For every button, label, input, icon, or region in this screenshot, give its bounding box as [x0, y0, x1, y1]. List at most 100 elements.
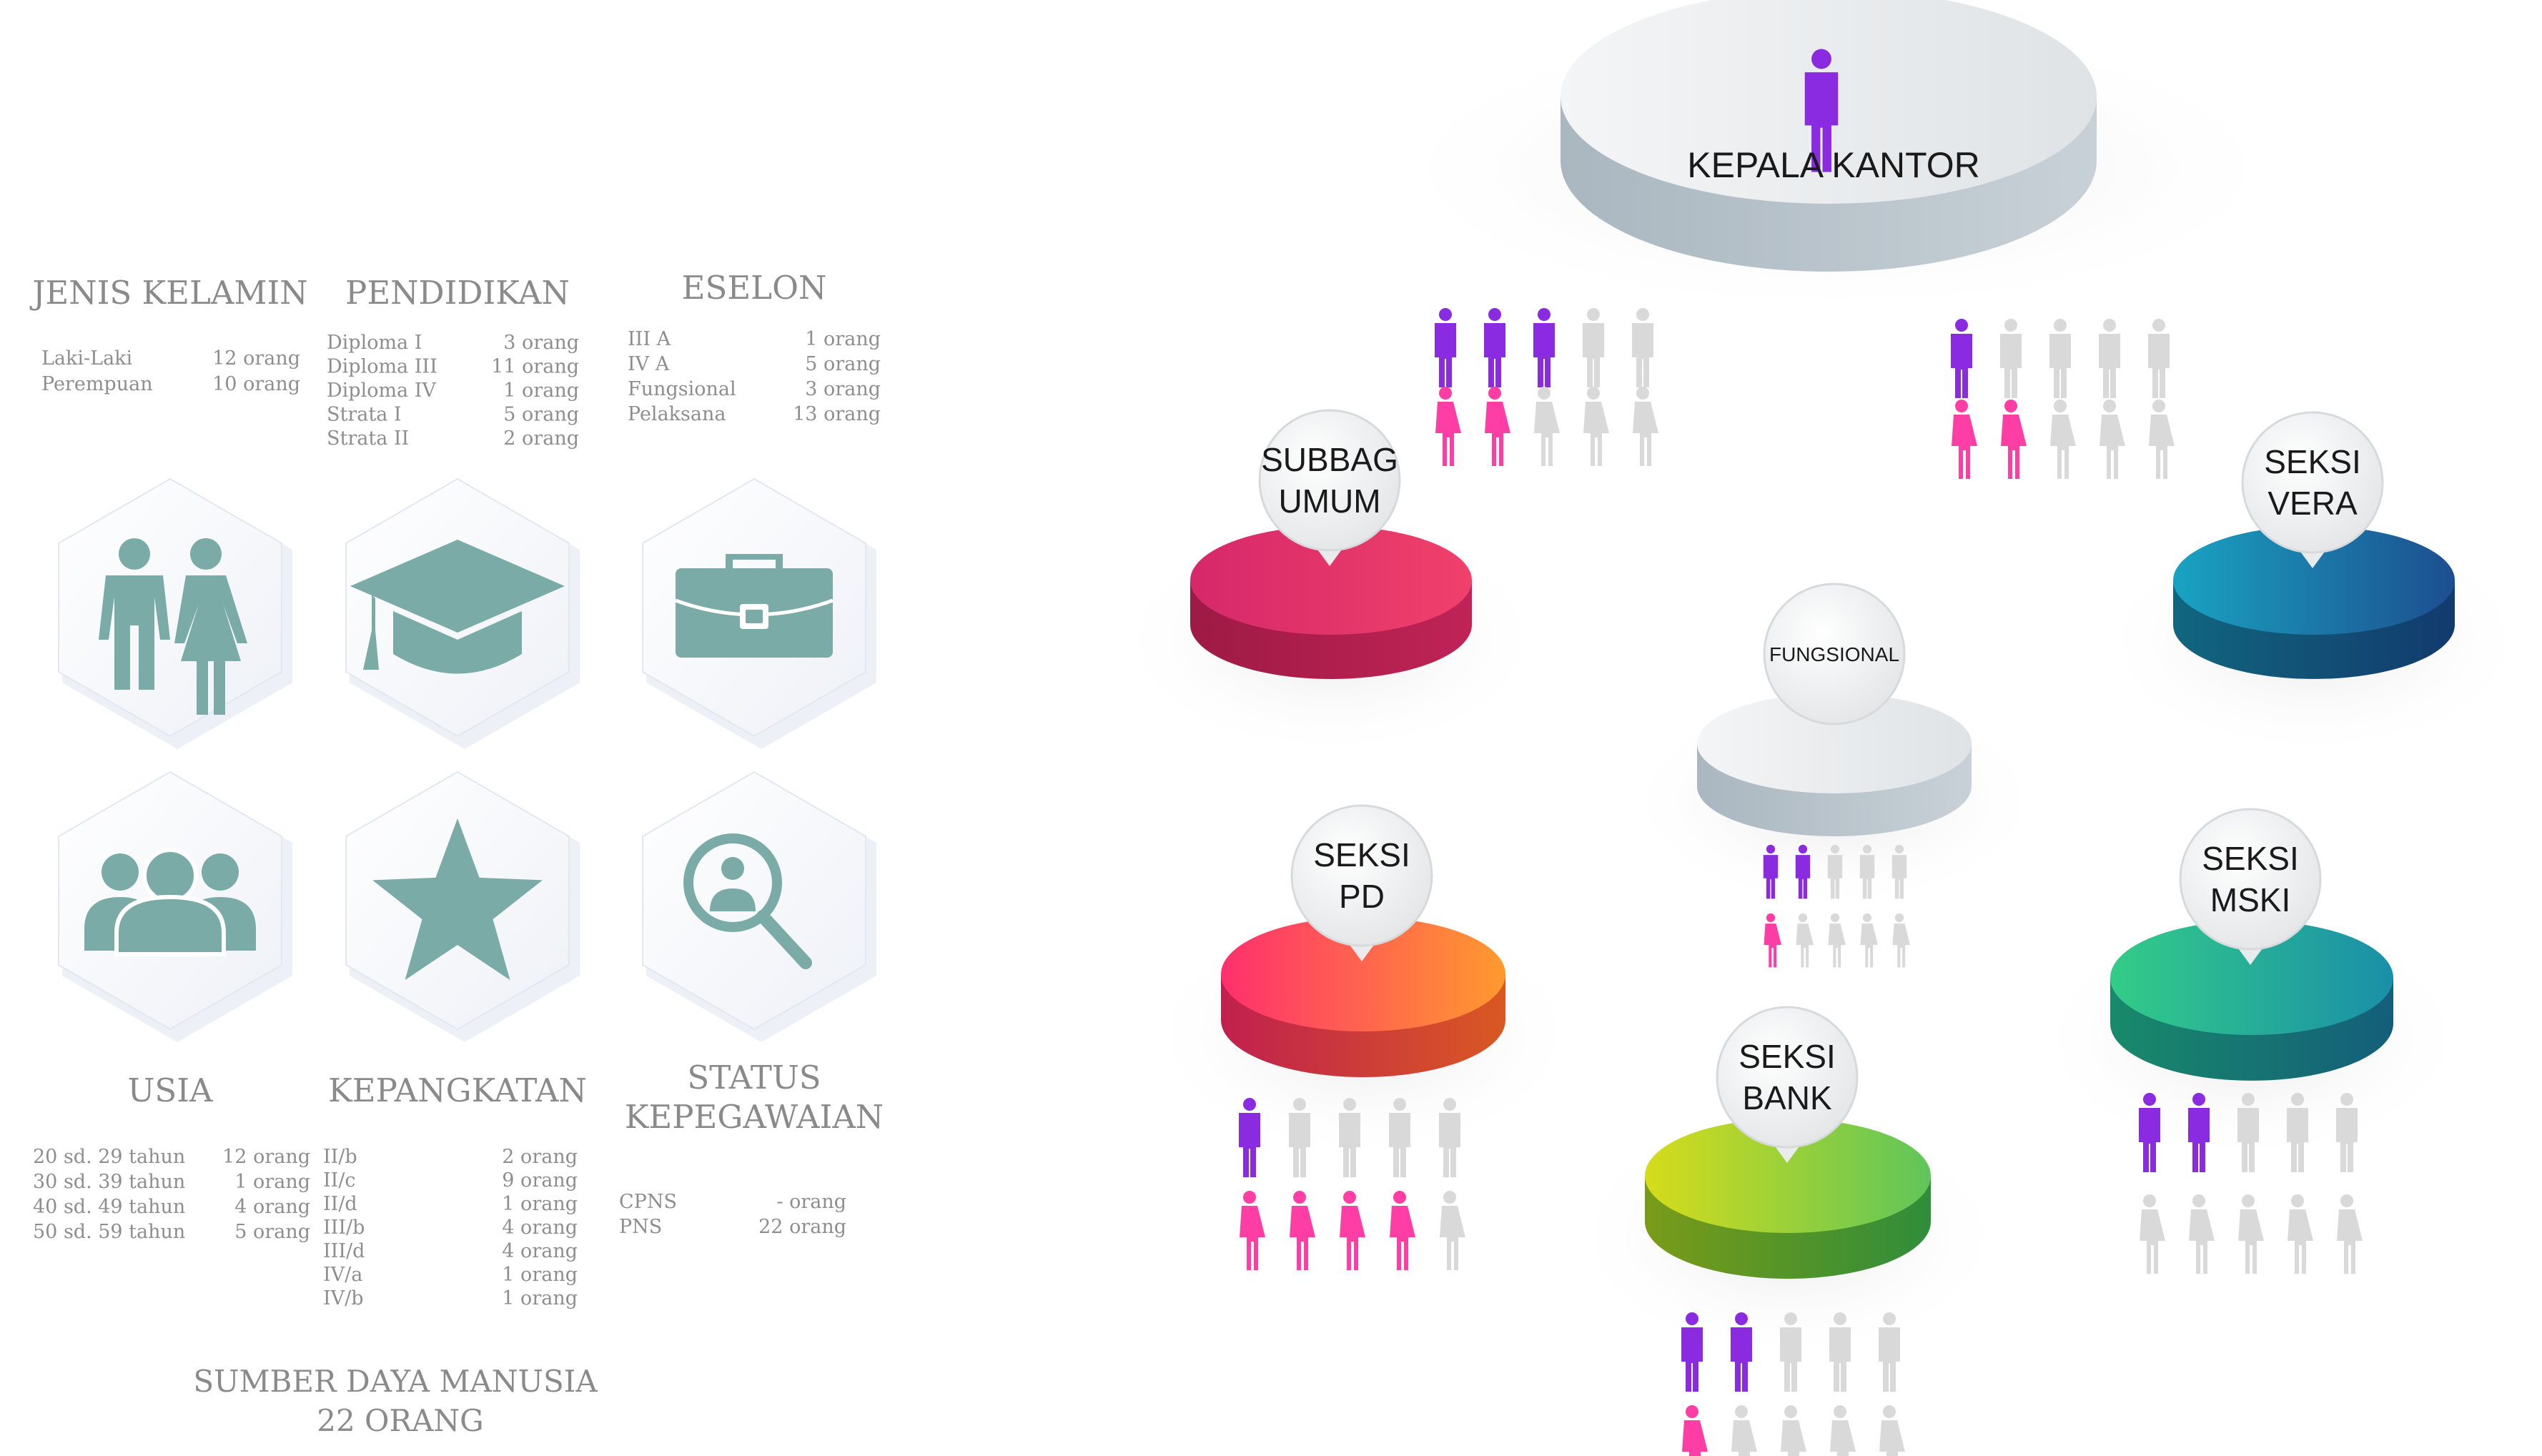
unit-seksi-bank: SEKSI BANK [1566, 1006, 2009, 1456]
magnifier-person-icon [683, 833, 812, 969]
female-person-icon [2238, 1194, 2264, 1274]
stat-value: 10 orang [212, 373, 300, 395]
unit-label: UMUM [1278, 482, 1380, 520]
stat-value: 5 orang [234, 1221, 310, 1243]
stat-value: 11 orang [491, 356, 579, 378]
female-person-icon [1879, 1405, 1905, 1456]
footer-line2: 22 ORANG [317, 1403, 483, 1438]
stat-label: 40 sd. 49 tahun [33, 1196, 185, 1218]
stat-label: Diploma III [327, 356, 437, 378]
female-person-icon [2337, 1194, 2363, 1274]
stat-label: Diploma I [327, 332, 422, 354]
female-person-icon [2189, 1194, 2215, 1274]
male-person-icon [2099, 319, 2120, 398]
stat-value: 1 orang [502, 1287, 578, 1309]
female-person-icon [1830, 1405, 1856, 1456]
female-person-icon [1534, 387, 1560, 466]
group-icon [84, 848, 256, 956]
kepala-kantor-node: KEPALA KANTOR [1373, 0, 2302, 318]
stat-label: IV/a [323, 1264, 362, 1286]
kepala-kantor-label: KEPALA KANTOR [1687, 145, 1979, 185]
stat-label: II/c [323, 1169, 356, 1192]
platform-top [1190, 526, 1472, 635]
label-bubble [1763, 583, 1906, 725]
unit-label: VERA [2267, 485, 2358, 522]
unit-label: SEKSI [1739, 1038, 1836, 1075]
platform-top [1645, 1119, 1931, 1233]
stat-value: 5 orang [805, 353, 881, 375]
stat-value: 3 orang [805, 378, 881, 400]
stat-label: III A [628, 328, 671, 350]
male-person-icon [2148, 319, 2170, 398]
female-person-icon [1781, 1405, 1806, 1456]
female-person-icon [1440, 1191, 1465, 1270]
female-person-icon [2001, 400, 2027, 479]
male-person-icon [1632, 308, 1653, 387]
stat-value: 9 orang [502, 1169, 578, 1192]
unit-label: MSKI [2210, 881, 2290, 918]
stat-label: Strata II [327, 427, 409, 450]
stat-label: II/b [323, 1146, 357, 1168]
male-person-icon [2000, 319, 2022, 398]
label-bubble [2179, 808, 2322, 951]
platform-top [1221, 917, 1505, 1031]
male-person-icon [2049, 319, 2071, 398]
stat-label: IV/b [323, 1287, 364, 1309]
label-bubble [2241, 411, 2384, 554]
female-person-icon [1860, 913, 1878, 968]
female-person-icon [1340, 1191, 1365, 1270]
female-person-icon [1892, 913, 1910, 968]
stat-value: 2 orang [503, 427, 579, 450]
unit-label: PD [1339, 878, 1385, 915]
stat-label: III/b [323, 1217, 365, 1239]
female-person-icon [1796, 913, 1814, 968]
female-person-icon [1633, 387, 1658, 466]
stat-value: - orang [776, 1191, 846, 1213]
stat-label: Perempuan [41, 373, 153, 395]
female-person-icon [1828, 913, 1846, 968]
stat-label: PNS [619, 1216, 662, 1238]
category-heading-line: STATUS [687, 1059, 821, 1096]
platform-top [2173, 526, 2455, 635]
female-person-icon [1583, 387, 1609, 466]
female-person-icon [1485, 387, 1510, 466]
label-bubble [1258, 409, 1401, 552]
unit-label: FUNGSIONAL [1769, 643, 1899, 665]
stat-label: 30 sd. 39 tahun [33, 1171, 185, 1193]
stat-value: 1 orang [502, 1193, 578, 1215]
stat-label: 50 sd. 59 tahun [33, 1221, 185, 1243]
unit-fungsional: FUNGSIONAL [1621, 583, 2047, 968]
man-woman-icon [99, 538, 247, 715]
unit-label: SEKSI [2264, 443, 2361, 480]
male-person-icon [1484, 308, 1505, 387]
stat-value: 4 orang [234, 1196, 310, 1218]
stat-label: III/d [323, 1240, 365, 1262]
star-icon [372, 818, 543, 981]
female-person-icon [1290, 1191, 1315, 1270]
stat-value: 12 orang [222, 1146, 310, 1168]
female-person-icon [1682, 1405, 1708, 1456]
category-heading: KEPANGKATAN [328, 1071, 587, 1109]
stat-value: 12 orang [212, 347, 300, 370]
female-person-icon [2288, 1194, 2313, 1274]
stat-value: 4 orang [502, 1240, 578, 1262]
platform-top [1697, 693, 1972, 793]
stat-label: CPNS [619, 1191, 677, 1213]
stat-value: 22 orang [758, 1216, 846, 1238]
briefcase-icon [675, 554, 834, 658]
stat-value: 5 orang [503, 404, 579, 426]
female-person-icon [1435, 387, 1461, 466]
stat-label: II/d [323, 1193, 357, 1215]
stat-label: Laki-Laki [41, 347, 133, 370]
stat-label: Diploma IV [327, 380, 436, 402]
category-heading: PENDIDIKAN [345, 274, 570, 312]
stat-value: 13 orang [793, 403, 881, 425]
unit-label: BANK [1742, 1079, 1832, 1116]
